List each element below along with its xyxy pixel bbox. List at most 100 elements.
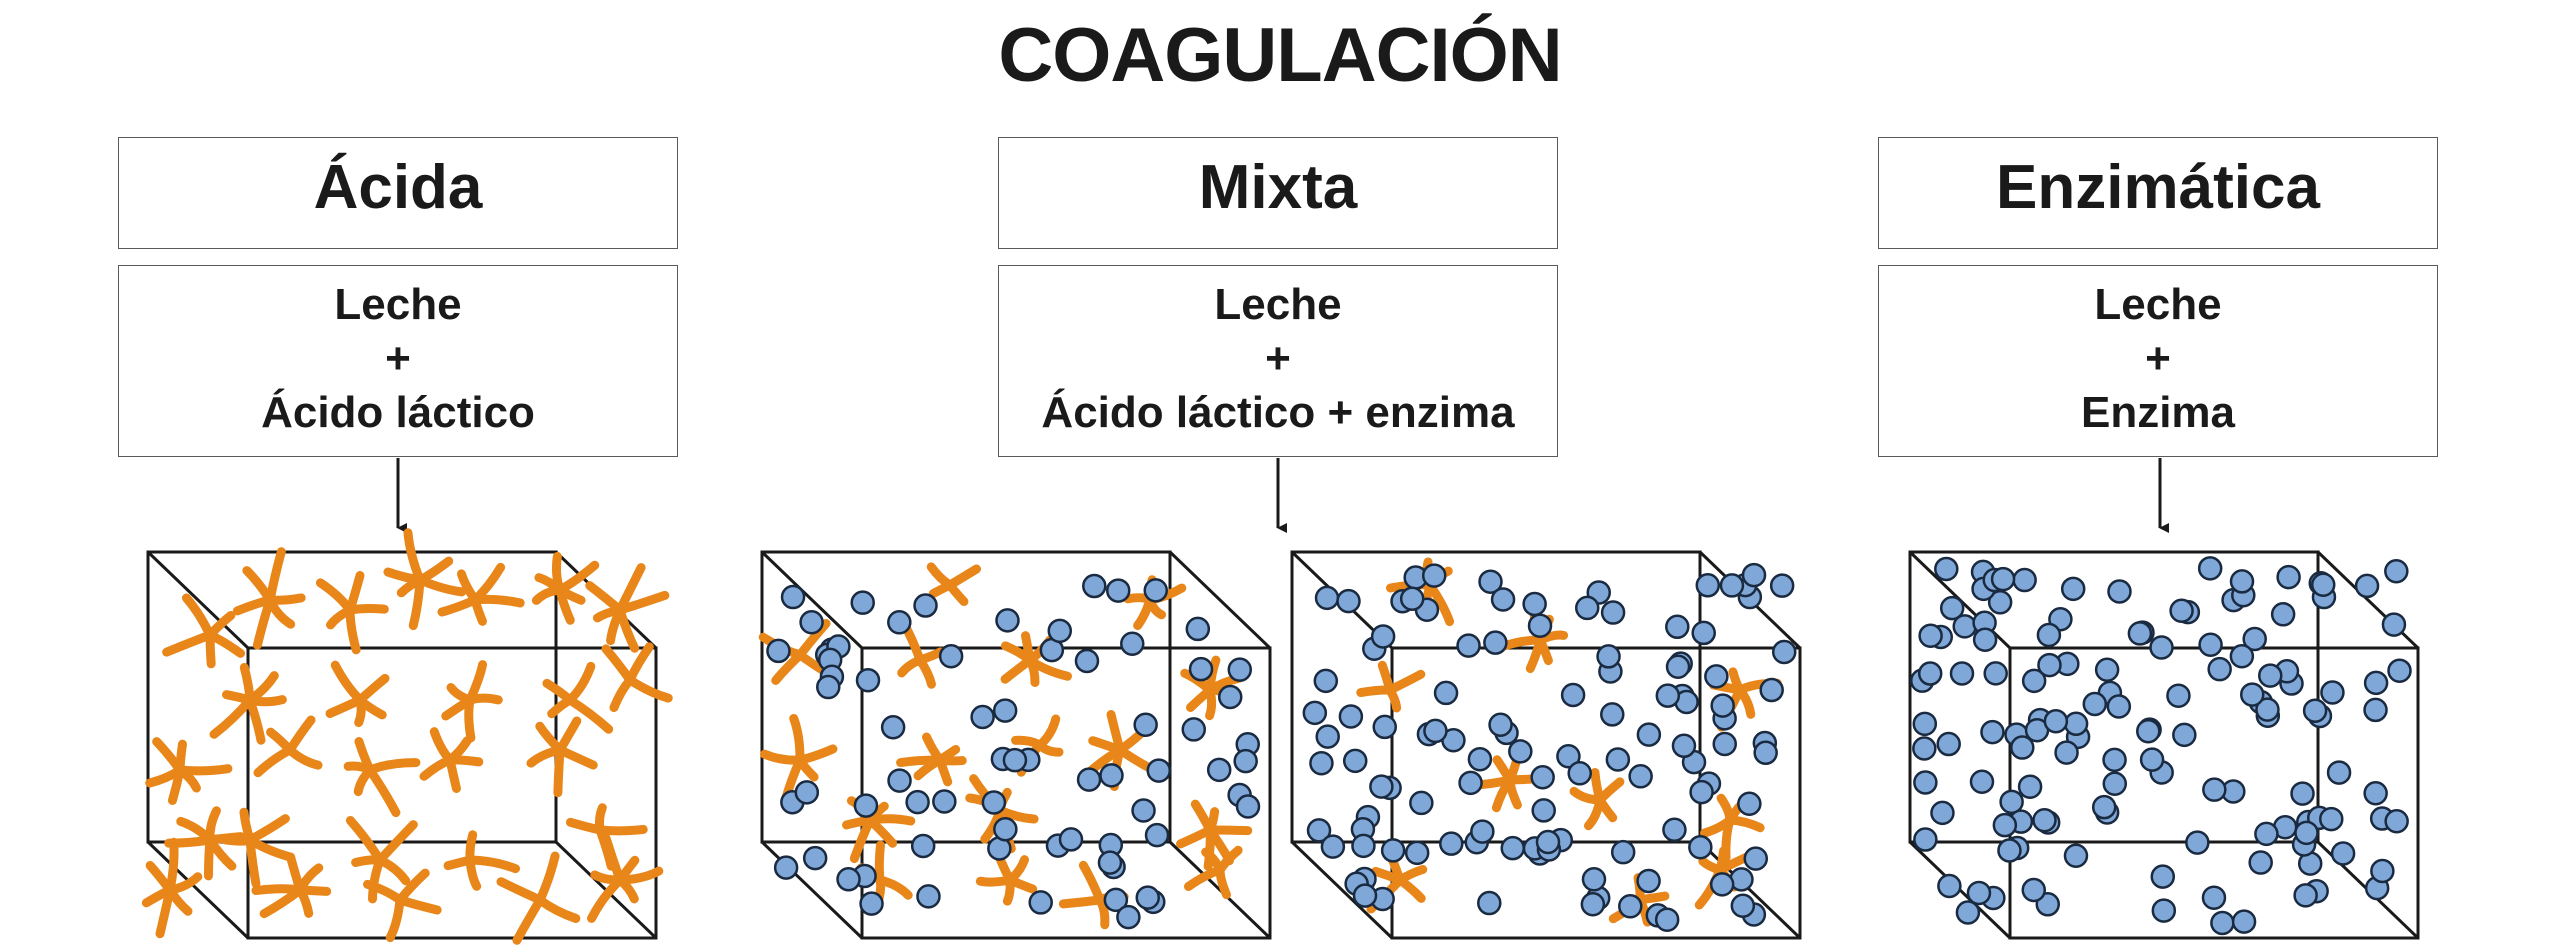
blue-particle (1235, 794, 1261, 819)
blue-particle (1404, 840, 1430, 866)
orange-fiber (253, 715, 323, 778)
orange-fiber (443, 830, 521, 891)
blue-particle (1759, 677, 1784, 703)
blue-particle (1181, 717, 1207, 742)
blue-particle (2063, 843, 2089, 868)
blue-particle (1992, 812, 2018, 838)
blue-particle (1439, 831, 1464, 856)
blue-particle (1185, 616, 1211, 642)
blue-particle (1949, 661, 1975, 686)
orange-fiber (585, 563, 670, 653)
blue-particle (1103, 887, 1129, 913)
blue-particle (1983, 661, 2008, 686)
orange-fiber (221, 807, 296, 889)
blue-particle (1665, 654, 1691, 679)
blue-particle (2082, 691, 2108, 717)
blue-particle (1691, 620, 1716, 646)
blue-particle (1969, 769, 1995, 795)
blue-particle (905, 789, 930, 815)
orange-fiber (896, 732, 967, 787)
desc-acida-line2: + (385, 334, 411, 383)
blue-particle (887, 768, 912, 793)
blue-particle (2248, 850, 2273, 875)
blue-particle (2166, 683, 2191, 708)
blue-particle (887, 610, 912, 635)
blue-particle (1618, 894, 1643, 919)
agents-mixta-a (758, 562, 1261, 930)
blue-particle (1531, 798, 1556, 823)
blue-particle (1980, 719, 2005, 745)
orange-fiber (1184, 845, 1243, 900)
blue-particle (1372, 714, 1397, 740)
blue-particle (1488, 712, 1513, 738)
blue-particle (2091, 794, 2117, 820)
blue-particle (992, 698, 1018, 723)
desc-mixta-line1: Leche (1214, 280, 1342, 329)
blue-particle (1369, 774, 1394, 799)
orange-fiber (437, 562, 525, 626)
orange-fiber (441, 660, 503, 743)
orange-fiber (141, 837, 203, 939)
blue-particle (1936, 731, 1961, 757)
orange-fiber (760, 713, 838, 804)
blue-particle (932, 789, 957, 814)
blue-particle (1689, 779, 1714, 805)
blue-particle (1695, 573, 1721, 598)
blue-particle (1665, 614, 1690, 640)
blue-particle (1704, 664, 1729, 689)
blue-particle (2172, 722, 2197, 748)
blue-particle (1709, 872, 1735, 897)
blue-particle (1483, 630, 1508, 655)
desc-enzimatica: Leche + Enzima (1878, 265, 2438, 457)
blue-particle (1490, 587, 1516, 612)
blue-particle (2036, 622, 2062, 648)
blue-particle (1527, 613, 1553, 638)
header-enzimatica-label: Enzimática (1996, 153, 2320, 222)
blue-particle (773, 855, 799, 880)
blue-particle (1315, 724, 1340, 749)
blue-particle (2231, 909, 2257, 934)
desc-enzimatica-line2: + (2145, 334, 2171, 383)
blue-particle (1636, 722, 1662, 747)
header-mixta: Mixta (998, 137, 1558, 249)
blue-particle (2320, 680, 2345, 705)
blue-particle (1351, 833, 1376, 859)
blue-particle (1654, 907, 1680, 932)
blue-particle (1233, 748, 1258, 774)
blue-particle (2106, 694, 2132, 719)
blue-particle (1628, 764, 1653, 789)
blue-particle (1636, 868, 1661, 894)
blue-particle (1952, 614, 1977, 639)
orange-fiber (542, 661, 614, 734)
blue-particle (1097, 850, 1123, 875)
blue-particle (1955, 900, 1981, 925)
blue-particle (2384, 808, 2409, 834)
blue-particle (1082, 573, 1107, 599)
blue-particle (1105, 578, 1131, 603)
blue-particle (2021, 877, 2047, 903)
blue-particle (850, 590, 875, 615)
blue-particle (1918, 623, 1943, 648)
blue-particle (1508, 739, 1533, 764)
orange-fiber (232, 547, 306, 650)
blue-particle (2010, 735, 2035, 760)
orange-fiber (325, 660, 390, 728)
blue-particle (2139, 747, 2165, 772)
blue-particle (1470, 819, 1495, 844)
blue-particle (2021, 668, 2047, 694)
blue-particle (855, 667, 881, 693)
blue-particle (853, 793, 879, 818)
blue-particle (1217, 684, 1243, 710)
blue-particle (794, 780, 820, 805)
blue-particle (981, 790, 1007, 815)
orange-fiber (343, 737, 421, 818)
blue-particle (1610, 839, 1636, 865)
header-acida-label: Ácida (313, 153, 483, 222)
blue-particle (1605, 747, 1631, 772)
blue-particle (1939, 595, 1965, 621)
blue-particle (2326, 760, 2352, 785)
blue-particle (1099, 763, 1124, 788)
blue-particle (1500, 835, 1525, 861)
blue-particle (2017, 774, 2043, 799)
blue-particle (2255, 697, 2280, 722)
